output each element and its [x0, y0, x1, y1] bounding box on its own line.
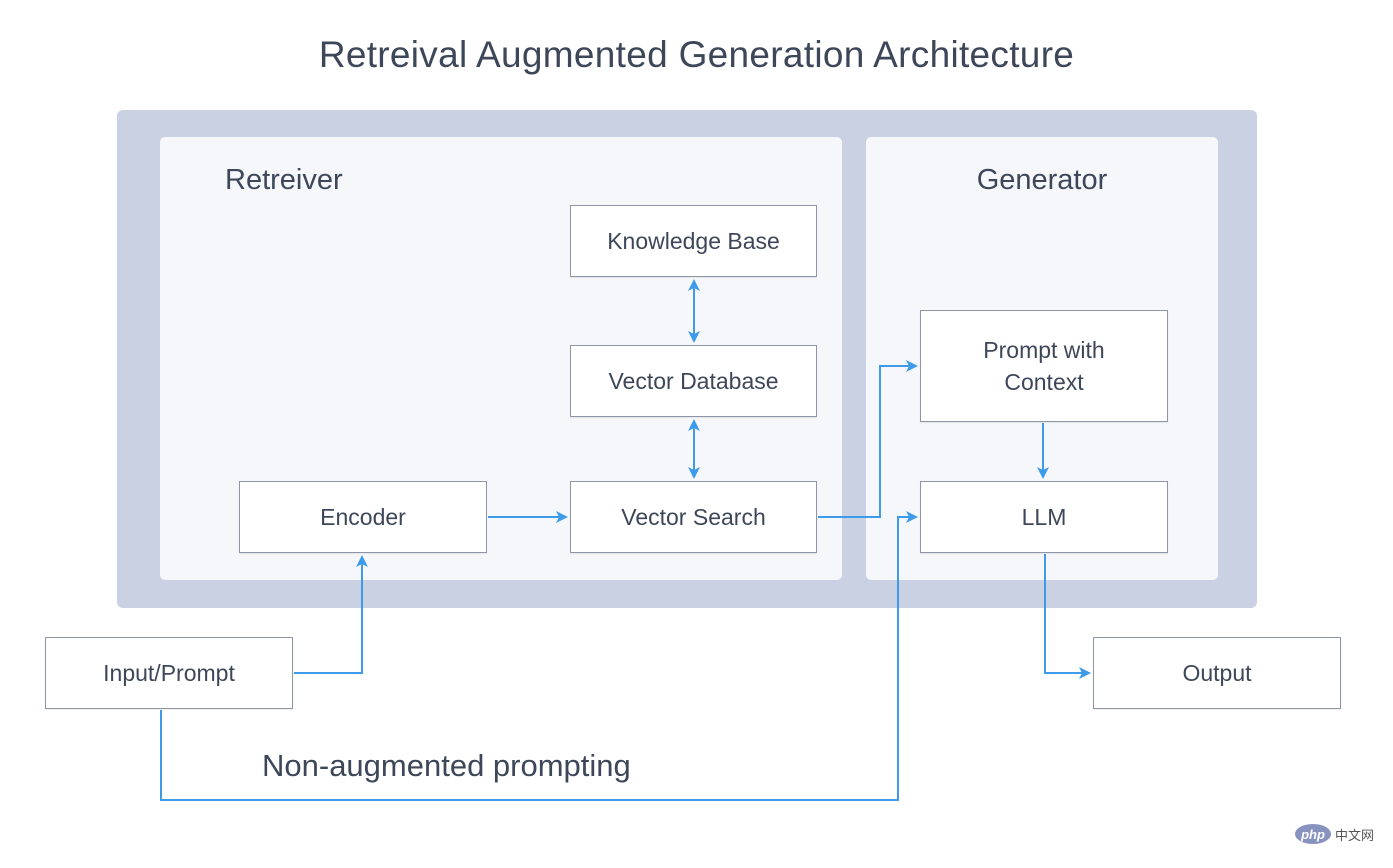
knowledge-base-label: Knowledge Base — [607, 228, 780, 254]
llm-label: LLM — [1021, 504, 1067, 530]
input-prompt-node: Input/Prompt — [45, 637, 293, 709]
encoder-label: Encoder — [320, 504, 406, 530]
diagram-title: Retreival Augmented Generation Architect… — [318, 34, 1075, 75]
generator-label: Generator — [976, 164, 1108, 196]
php-logo-icon: php — [1295, 824, 1331, 844]
vector-search-label: Vector Search — [621, 504, 766, 530]
vector-search-node: Vector Search — [570, 481, 817, 553]
vector-database-node: Vector Database — [570, 345, 817, 417]
prompt-with-context-label-line-2: Context — [1004, 369, 1084, 395]
input-prompt-label: Input/Prompt — [103, 660, 235, 686]
llm-node: LLM — [920, 481, 1168, 553]
retriever-label: Retreiver — [225, 164, 343, 196]
knowledge-base-node: Knowledge Base — [570, 205, 817, 277]
output-node: Output — [1093, 637, 1341, 709]
vector-database-label: Vector Database — [608, 368, 779, 394]
non-augmented-prompting-label: Non-augmented prompting — [262, 748, 631, 783]
prompt-with-context-label-line-1: Prompt with — [983, 337, 1105, 363]
site-watermark: php 中文网 — [1295, 824, 1374, 844]
encoder-node: Encoder — [239, 481, 487, 553]
watermark-text: 中文网 — [1335, 827, 1375, 843]
prompt-with-context-node: Prompt with Context — [920, 310, 1168, 422]
output-label: Output — [1182, 660, 1252, 686]
